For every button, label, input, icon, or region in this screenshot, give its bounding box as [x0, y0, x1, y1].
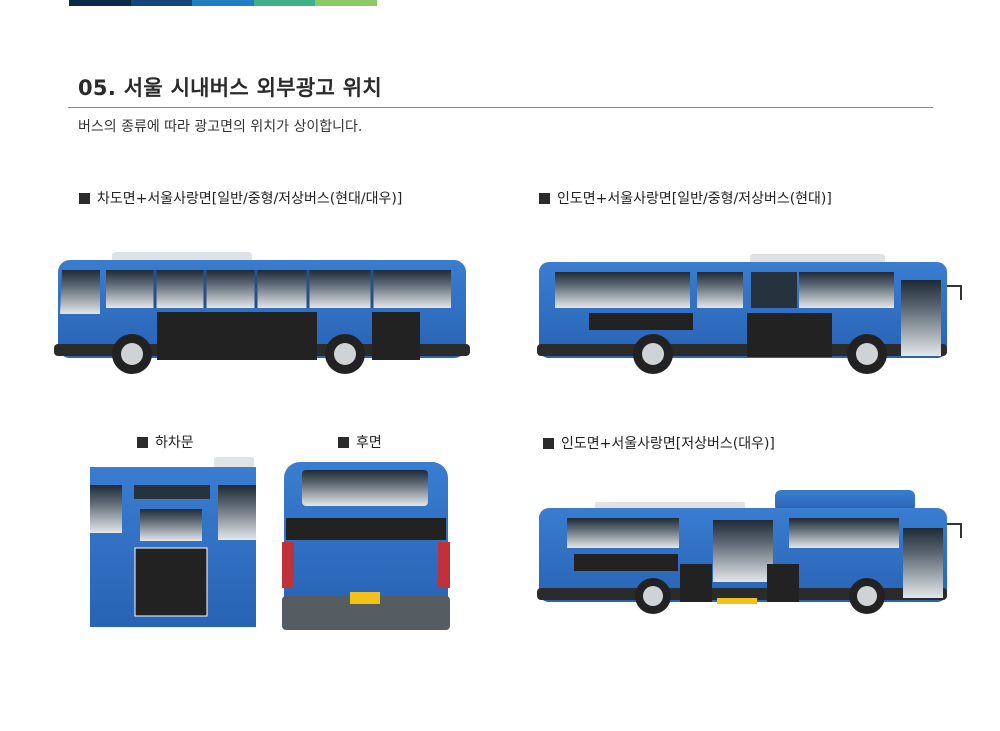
label-door-side-low: 인도면+서울사랑면[저상버스(대우)] [543, 433, 775, 453]
bullet-square-icon [79, 193, 90, 204]
bus-low-floor-illustration [537, 490, 962, 614]
top-bar-segment-1 [69, 0, 131, 6]
top-bar-segment-4 [253, 0, 316, 6]
label-rear-door: 하차문 [137, 432, 194, 452]
label-rear: 후면 [338, 432, 382, 452]
bus-door-side-illustration [537, 254, 962, 374]
top-bar-segment-3 [192, 0, 254, 6]
bus-rear-view-illustration [282, 462, 450, 630]
ad-panel-side-strip [589, 313, 693, 330]
bullet-square-icon [137, 437, 148, 448]
title-divider [68, 107, 933, 108]
top-color-bar [69, 0, 377, 6]
ad-panel-rear [372, 312, 420, 360]
bus-rear-door-illustration [90, 457, 256, 627]
ad-panel-main [157, 312, 317, 360]
ad-panel-rear-door [134, 547, 208, 617]
top-bar-segment-5 [315, 0, 377, 6]
page-title: 05. 서울 시내버스 외부광고 위치 [78, 76, 382, 100]
license-plate [350, 592, 380, 604]
ad-panel-main [747, 313, 832, 357]
label-driver-side: 차도면+서울사랑면[일반/중형/저상버스(현대/대우)] [79, 188, 402, 208]
ad-panel-rear-axle [767, 564, 799, 602]
top-bar-segment-2 [130, 0, 193, 6]
bullet-square-icon [338, 437, 349, 448]
ad-panel-side-strip [574, 554, 678, 571]
ad-panel-front-axle [680, 564, 712, 602]
label-door-side: 인도면+서울사랑면[일반/중형/저상버스(현대)] [539, 188, 832, 208]
bullet-square-icon [539, 193, 550, 204]
bullet-square-icon [543, 438, 554, 449]
bus-driver-side-illustration [54, 252, 470, 374]
page-subtitle: 버스의 종류에 따라 광고면의 위치가 상이합니다. [78, 119, 363, 135]
ad-panel-rear-window [286, 518, 446, 540]
